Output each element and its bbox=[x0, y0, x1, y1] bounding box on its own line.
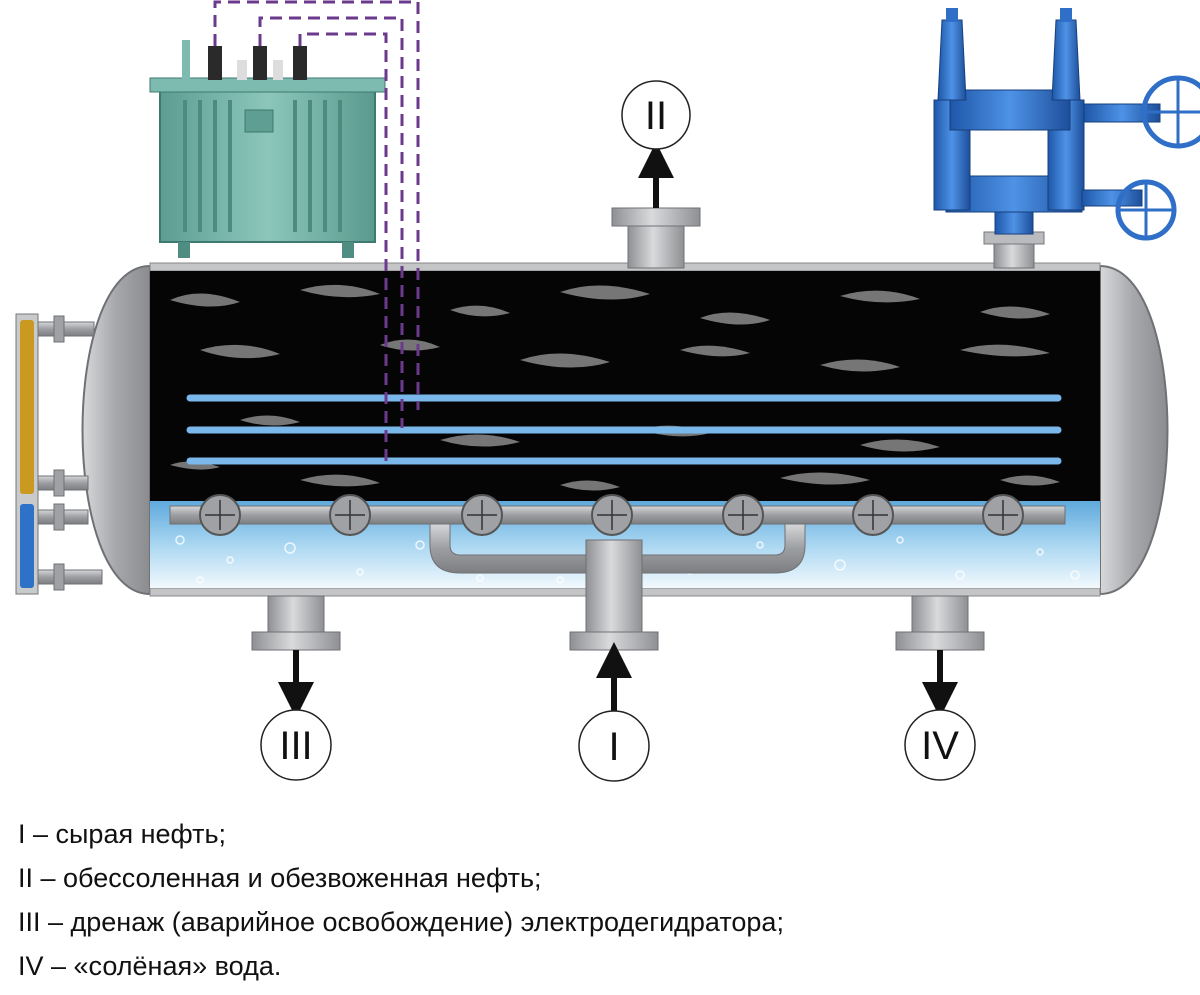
vessel-left-cap bbox=[81, 264, 151, 596]
distributor-nozzles bbox=[199, 494, 1024, 536]
legend-item-III: III – дренаж (аварийное освобождение) эл… bbox=[18, 907, 784, 937]
stream-marker-II: II bbox=[621, 80, 691, 150]
level-gauge bbox=[15, 313, 103, 595]
stream-marker-IV: IV bbox=[904, 709, 976, 781]
stream-marker-I: I bbox=[578, 710, 650, 782]
oil-layer bbox=[150, 271, 1100, 501]
nozzle-bottom-I bbox=[569, 539, 659, 651]
transformer-tank bbox=[159, 81, 376, 243]
nozzle-top-II bbox=[611, 207, 701, 269]
safety-valve-assembly bbox=[933, 8, 1200, 245]
distributor-u-pipe bbox=[429, 523, 806, 574]
legend-item-IV: IV – «солёная» вода. bbox=[18, 951, 282, 981]
transformer bbox=[149, 40, 386, 258]
distributor bbox=[169, 494, 1066, 574]
stream-marker-III: III bbox=[260, 709, 332, 781]
distributor-nozzle-marks bbox=[205, 500, 1018, 530]
electrode-wiring bbox=[213, 0, 420, 462]
legend-item-I: I – сырая нефть; bbox=[18, 819, 227, 849]
gauge-oil-column bbox=[20, 320, 34, 494]
gauge-water-column bbox=[20, 504, 34, 588]
legend-item-II: II – обессоленная и обезвоженная нефть; bbox=[18, 863, 542, 893]
nozzle-bottom-III bbox=[251, 595, 341, 651]
legend: I – сырая нефть; II – обессоленная и обе… bbox=[18, 812, 1188, 988]
stream-label-I: I bbox=[608, 725, 619, 769]
nozzle-top-valve bbox=[993, 239, 1035, 269]
transformer-bushings bbox=[208, 46, 307, 80]
stream-label-III: III bbox=[279, 724, 312, 768]
electrodes bbox=[186, 394, 1062, 465]
flow-arrows bbox=[278, 142, 958, 718]
electrodehydrator-diagram: II III I IV bbox=[15, 0, 1200, 782]
nozzle-bottom-IV bbox=[895, 595, 985, 651]
stream-label-IV: IV bbox=[921, 724, 959, 768]
stream-label-II: II bbox=[645, 94, 667, 138]
vessel-shell-top bbox=[149, 262, 1101, 272]
oil-texture bbox=[170, 284, 1060, 491]
vessel-right-cap bbox=[1099, 264, 1169, 596]
